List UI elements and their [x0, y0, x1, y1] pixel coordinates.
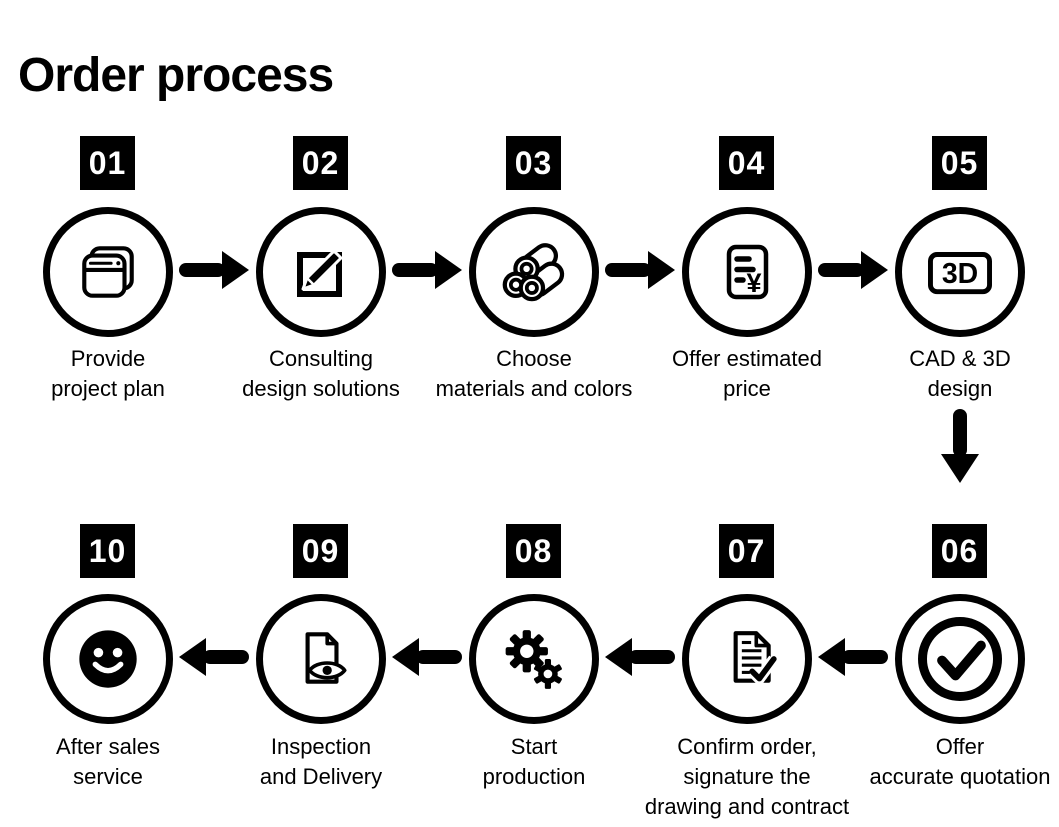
step-06-label: Offer accurate quotation [852, 732, 1059, 792]
step-09-number-badge: 09 [293, 524, 348, 578]
smiley-icon [79, 630, 137, 688]
label-line: service [73, 764, 143, 789]
step-10-label: After sales service [0, 732, 216, 792]
step-09-circle [256, 594, 386, 724]
label-line: Choose [496, 346, 572, 371]
step-06-number-badge: 06 [932, 524, 987, 578]
label-line: signature the [683, 764, 811, 789]
step-08-label: Start production [426, 732, 642, 792]
step-03-circle [469, 207, 599, 337]
step-08-number-badge: 08 [506, 524, 561, 578]
step-03-label: Choose materials and colors [426, 344, 642, 404]
label-line: Consulting [269, 346, 373, 371]
label-line: materials and colors [435, 376, 633, 401]
label-line: drawing and contract [644, 794, 850, 819]
label-line: Confirm order, [677, 734, 817, 759]
step-05-circle: 3D [895, 207, 1025, 337]
label-line: Offer [935, 734, 985, 759]
label-line: accurate quotation [869, 764, 1051, 789]
step-07-number-badge: 07 [719, 524, 774, 578]
arrow-right-icon [817, 250, 889, 290]
step-10-number-badge: 10 [80, 524, 135, 578]
arrow-left-icon [391, 637, 463, 677]
step-01-circle [43, 207, 173, 337]
step-05-label: CAD & 3D design [852, 344, 1059, 404]
step-07-circle [682, 594, 812, 724]
materials-pipes-icon [502, 243, 565, 302]
step-01-number-badge: 01 [80, 136, 135, 190]
label-line: CAD & 3D [909, 346, 1011, 371]
step-04-label: Offer estimated price [639, 344, 855, 404]
step-08-circle [469, 594, 599, 724]
label-line: and Delivery [259, 764, 383, 789]
step-05-number-badge: 05 [932, 136, 987, 190]
arrow-left-icon [604, 637, 676, 677]
step-01-label: Provide project plan [0, 344, 216, 404]
step-06-circle [895, 594, 1025, 724]
step-09-label: Inspection and Delivery [213, 732, 429, 792]
project-plan-icon [82, 246, 134, 298]
3d-glyph: 3D [942, 258, 978, 290]
step-03-number-badge: 03 [506, 136, 561, 190]
contract-confirm-icon [733, 631, 779, 688]
label-line: Offer estimated [672, 346, 822, 371]
estimated-price-icon: ¥ [726, 244, 769, 300]
label-line: Start [510, 734, 558, 759]
label-line: After sales [56, 734, 160, 759]
label-line: production [482, 764, 586, 789]
label-line: design [927, 376, 993, 401]
label-line: project plan [51, 376, 165, 401]
arrow-down-icon [940, 408, 980, 484]
label-line: Provide [70, 346, 146, 371]
step-04-number-badge: 04 [719, 136, 774, 190]
arrow-right-icon [604, 250, 676, 290]
gears-icon [505, 630, 562, 689]
label-line: price [723, 376, 771, 401]
step-07-label: Confirm order, signature the drawing and… [639, 732, 855, 822]
step-02-circle [256, 207, 386, 337]
step-10-circle [43, 594, 173, 724]
check-circle-icon [918, 617, 1002, 701]
yen-glyph: ¥ [746, 268, 761, 298]
arrow-right-icon [178, 250, 250, 290]
cad-3d-icon: 3D [928, 252, 992, 295]
label-line: Inspection [270, 734, 372, 759]
step-02-number-badge: 02 [293, 136, 348, 190]
arrow-right-icon [391, 250, 463, 290]
design-edit-icon [297, 249, 343, 297]
label-line: design solutions [242, 376, 400, 401]
step-02-label: Consulting design solutions [213, 344, 429, 404]
page-title: Order process [18, 49, 334, 102]
arrow-left-icon [817, 637, 889, 677]
inspection-eye-icon [305, 632, 347, 684]
step-04-circle: ¥ [682, 207, 812, 337]
arrow-left-icon [178, 637, 250, 677]
